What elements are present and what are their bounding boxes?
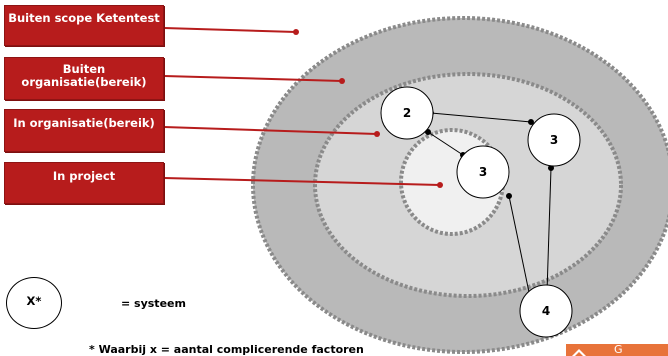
- leader-dot-outside-org: [339, 78, 345, 84]
- label-outside-scope-text: Buiten scope Ketentest: [8, 11, 160, 25]
- system-node-3-right: [527, 113, 581, 167]
- system-node-2: [380, 86, 434, 140]
- system-node-3-center-label: 3: [478, 165, 488, 179]
- label-inside-org: In organisatie(bereik): [4, 109, 164, 152]
- connection-2-to-3-right: [430, 112, 532, 123]
- leader-line-outside-org: [163, 75, 343, 82]
- logo-mark-icon: [572, 349, 586, 356]
- system-node-3-center: [456, 145, 510, 199]
- leader-line-in-project: [163, 177, 441, 186]
- company-logo: G: [566, 344, 668, 356]
- system-node-2-label: 2: [402, 106, 412, 120]
- connection-3-right-to-4: [546, 167, 552, 293]
- legend-meaning: = systeem: [121, 297, 186, 310]
- system-node-4: [519, 284, 573, 338]
- leader-lines: [163, 27, 443, 188]
- label-outside-scope: Buiten scope Ketentest: [4, 5, 164, 46]
- label-inside-org-text: In organisatie(bereik): [13, 116, 155, 130]
- legend-node-label: X*: [26, 294, 42, 308]
- label-in-project: In project: [4, 162, 164, 204]
- system-node-3-right-label: 3: [549, 133, 559, 147]
- label-in-project-text: In project: [52, 169, 116, 183]
- leader-dot-inside-org: [374, 131, 380, 137]
- footnote: * Waarbij x = aantal complicerende facto…: [89, 343, 364, 356]
- label-outside-org: Buiten organisatie(bereik): [4, 57, 164, 100]
- logo-text: G: [614, 344, 623, 356]
- leader-line-outside-scope: [163, 27, 297, 33]
- connection-2-to-3-left: [427, 131, 464, 156]
- leader-dot-outside-scope: [293, 29, 299, 35]
- leader-line-inside-org: [163, 126, 378, 135]
- connection-3-center-to-4: [508, 195, 531, 298]
- label-outside-org-line1: Buiten: [62, 62, 106, 76]
- leader-dot-in-project: [437, 182, 443, 188]
- legend-system-node: X*: [6, 277, 62, 329]
- label-outside-org-line2: organisatie(bereik): [21, 75, 147, 89]
- system-nodes: [380, 86, 581, 338]
- system-node-4-label: 4: [541, 304, 551, 318]
